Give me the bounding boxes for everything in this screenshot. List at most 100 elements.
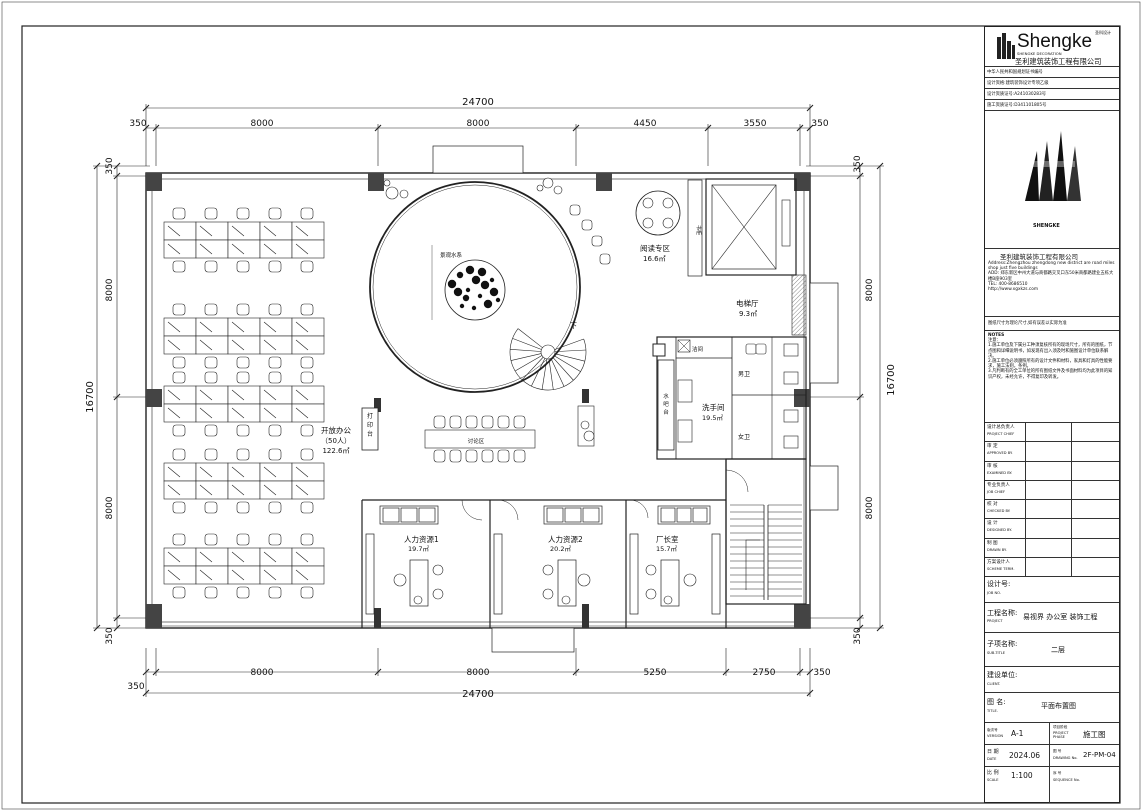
workstation-desk xyxy=(163,221,197,241)
water-dispenser xyxy=(652,343,666,357)
desk-detail xyxy=(167,225,181,237)
role-label: 审 核 xyxy=(987,463,998,469)
stair-step xyxy=(550,358,565,387)
dim-top-seg: 350 xyxy=(129,119,146,129)
project-label-en: PROJECT xyxy=(987,619,1003,623)
client-row: 建设单位: CLIENT. xyxy=(985,667,1119,693)
workstation-desk xyxy=(259,462,293,482)
water-bar-label: 吧 xyxy=(663,401,669,408)
company-web: http://www.xgxkzs.com xyxy=(988,287,1039,293)
workstation-desk xyxy=(163,335,197,355)
office-chair xyxy=(268,448,282,461)
version-divider xyxy=(1049,723,1050,803)
notes-title: NOTES xyxy=(988,333,1005,338)
title-block-logo: Shengke 圣科设计 SHENGKE DECORATION 圣利建筑装饰工程… xyxy=(985,27,1119,67)
office-chair xyxy=(236,501,250,514)
license-line: 设计资质证号:A241030283号 xyxy=(985,89,1119,100)
desk-detail xyxy=(167,551,181,563)
office-chair xyxy=(300,303,314,316)
company-tel: TEL: 400-8686510 xyxy=(988,281,1028,287)
stair-step xyxy=(531,358,546,387)
office-chair xyxy=(172,424,186,437)
role-divider xyxy=(1025,500,1026,519)
discussion-chair xyxy=(481,449,494,463)
dim-top-seg: 350 xyxy=(811,119,828,129)
stair-core xyxy=(540,344,556,360)
landscape-label: 景观水系 xyxy=(440,251,463,259)
print-station xyxy=(361,407,379,451)
stair-step xyxy=(512,338,542,350)
washroom-area: 19.5㎡ xyxy=(702,413,723,422)
office-chair xyxy=(172,501,186,514)
desk-detail xyxy=(231,569,245,581)
project-label: 工程名称: xyxy=(987,609,1018,617)
workstation-desk xyxy=(227,480,261,500)
workstation-desk xyxy=(291,239,325,259)
print-station-label: 台 xyxy=(367,430,373,438)
female-restroom-label: 女卫 xyxy=(738,433,750,441)
dim-left-seg: 350 xyxy=(105,157,115,174)
workstation-desk xyxy=(259,239,293,259)
print-station-label: 印 xyxy=(367,422,373,429)
plant-blob xyxy=(489,287,499,297)
office-chairs xyxy=(393,564,697,605)
dim-bottom-seg: 8000 xyxy=(251,668,274,678)
date-label-en: DATE xyxy=(987,757,997,761)
desk-detail xyxy=(231,225,245,237)
hr1-name: 人力资源1 xyxy=(404,534,439,544)
desk-detail xyxy=(199,321,213,333)
workstation-desk xyxy=(227,403,261,423)
open-office-area: 122.6㎡ xyxy=(322,447,349,455)
hr2-area: 20.2㎡ xyxy=(550,544,571,553)
window-bay-top xyxy=(432,145,524,174)
role-label: 审 定 xyxy=(987,444,998,450)
office-chair xyxy=(268,371,282,384)
workstation-desk xyxy=(195,385,229,405)
office-doors xyxy=(461,499,649,521)
reading-table xyxy=(635,190,681,236)
role-divider xyxy=(1071,442,1072,461)
office-chair xyxy=(172,448,186,461)
desk-detail xyxy=(199,551,213,563)
stair-step xyxy=(541,358,548,390)
scale-label: 比 例 xyxy=(987,770,999,776)
stair-step xyxy=(510,353,542,361)
notes-line: 1.施工单位及下属分工种须复核所有的现场尺寸，所有的图纸，节点图和详细说明书，如… xyxy=(988,343,1113,359)
role-divider xyxy=(1025,423,1026,442)
workstation-desk xyxy=(227,317,261,337)
role-divider xyxy=(1071,461,1072,480)
office-chair xyxy=(300,260,314,273)
brand-mark xyxy=(1025,131,1081,201)
dim-top-total: 24700 xyxy=(462,97,494,108)
office-chair xyxy=(204,533,218,546)
reading-area-area: 16.6㎡ xyxy=(643,255,666,263)
office-chair xyxy=(300,356,314,369)
dimension-right xyxy=(806,165,884,629)
workstation-desk xyxy=(163,462,197,482)
discussion-table xyxy=(424,429,536,449)
atrium-seats xyxy=(569,204,611,265)
plant-blob xyxy=(477,267,487,277)
role-divider xyxy=(1071,557,1072,576)
drawing-no-label-en: DRAWING No. xyxy=(1053,756,1078,760)
scale-value: 1:100 xyxy=(1011,771,1033,780)
desk-detail xyxy=(263,339,277,351)
office-chair xyxy=(204,207,218,220)
window-bay-right-1 xyxy=(809,282,839,384)
sheet-inner-frame xyxy=(21,25,1121,804)
stair-step xyxy=(552,357,574,381)
bookshelf xyxy=(687,179,703,277)
discussion-chair xyxy=(513,449,526,463)
office-chair xyxy=(172,533,186,546)
workstation-desk xyxy=(291,317,325,337)
toilet-fixtures xyxy=(677,343,799,449)
client-label: 建设单位: xyxy=(987,671,1018,679)
role-divider xyxy=(1025,519,1026,538)
role-label-en: DESIGNED BY. xyxy=(987,528,1012,533)
desk-detail xyxy=(231,389,245,401)
door-swing xyxy=(725,469,749,493)
role-divider xyxy=(1071,538,1072,557)
